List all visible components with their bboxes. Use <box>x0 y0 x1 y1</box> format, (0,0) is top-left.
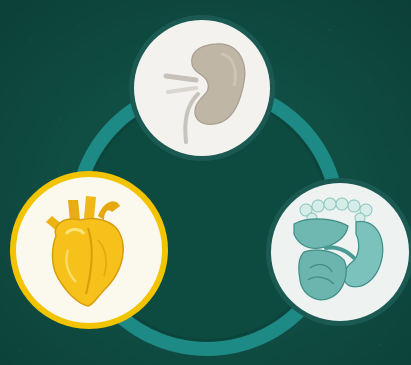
heart-node <box>8 170 170 330</box>
kidney-node <box>126 14 278 162</box>
kidney-node-disc <box>134 20 270 156</box>
digestive-node <box>264 176 411 328</box>
